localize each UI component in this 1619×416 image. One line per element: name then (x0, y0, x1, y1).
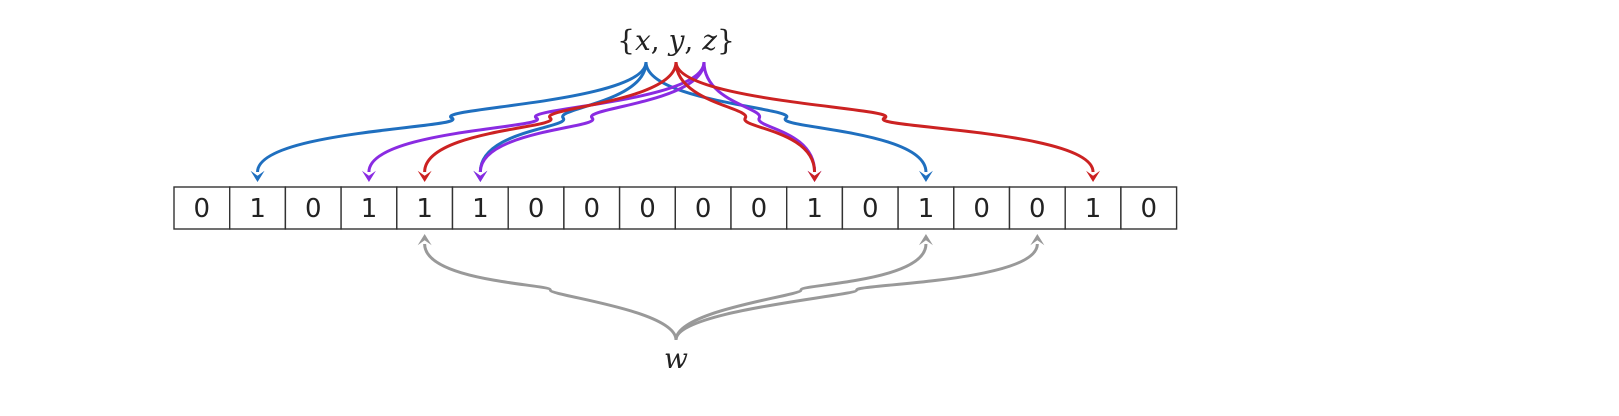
bit-cell: 0 (841, 186, 899, 230)
bit-value: 0 (1029, 194, 1046, 224)
bit-cell: 0 (507, 186, 565, 230)
hash-arrow-x (256, 61, 648, 173)
bit-cell: 1 (786, 186, 844, 230)
set-label: {x, y, z} (617, 24, 735, 57)
bit-value: 0 (973, 194, 990, 224)
bit-cell-box (841, 186, 899, 230)
query-arrowhead-w (417, 234, 432, 246)
bit-value: 0 (1141, 194, 1158, 224)
hash-arrowhead-z (473, 170, 488, 182)
hash-arrow-z (702, 61, 817, 173)
bit-value: 0 (528, 194, 545, 224)
set-separator-2: , (684, 24, 702, 57)
bit-cell-box (228, 186, 287, 230)
hash-arrow-z (367, 61, 706, 173)
query-arrow-w (674, 243, 928, 341)
set-element-y: y (667, 24, 686, 57)
bit-value: 0 (584, 194, 601, 224)
bit-cell: 0 (618, 186, 676, 230)
query-label-w: w (664, 342, 688, 375)
set-element-x: x (635, 24, 651, 57)
bit-cell-box (340, 186, 398, 230)
bit-cell: 0 (953, 186, 1011, 230)
bit-cell: 0 (1008, 186, 1066, 230)
set-open-brace: { (617, 24, 635, 57)
set-element-z: z (701, 24, 717, 57)
hash-arrow-z (478, 61, 706, 173)
hash-arrowhead-x (250, 170, 265, 182)
bit-value: 0 (751, 194, 768, 224)
bit-cell: 0 (563, 186, 621, 230)
bit-cell: 0 (1120, 186, 1178, 230)
bit-value: 1 (249, 194, 266, 224)
hash-arrowhead-y (807, 170, 822, 182)
hash-arrowhead-y (1086, 170, 1101, 182)
bit-array: 0 1 0 1 1 1 0 0 0 0 0 1 0 1 0 0 1 0 (173, 186, 1178, 230)
bit-cell-box (674, 186, 732, 230)
bit-cell: 0 (173, 186, 231, 230)
bit-value: 0 (695, 194, 712, 224)
bit-value: 1 (1085, 194, 1102, 224)
bit-cell: 1 (228, 186, 287, 230)
hash-arrowhead-y (417, 170, 432, 182)
bit-cell: 1 (340, 186, 398, 230)
query-arrowhead-w (1030, 234, 1045, 246)
bit-cell-box (1064, 186, 1122, 230)
bit-cell: 1 (1064, 186, 1122, 230)
bit-value: 0 (862, 194, 879, 224)
hash-arrow-x (644, 61, 928, 173)
hash-arrowhead-z (361, 170, 376, 182)
bit-cell-box (953, 186, 1011, 230)
bit-cell-box (897, 186, 955, 230)
bit-value: 1 (472, 194, 489, 224)
bit-cell: 1 (396, 186, 454, 230)
hash-arrow-y (674, 61, 1095, 173)
bit-value: 1 (806, 194, 823, 224)
query-arrow-w (423, 243, 678, 341)
bit-cell-box (284, 186, 342, 230)
hash-arrows (250, 61, 1101, 341)
query-arrowhead-w (918, 234, 933, 246)
hash-arrow-x (478, 61, 648, 173)
bit-cell: 0 (674, 186, 732, 230)
bit-cell-box (786, 186, 844, 230)
hash-arrowhead-x (918, 170, 933, 182)
bit-cell: 1 (451, 186, 509, 230)
bit-cell-box (618, 186, 676, 230)
query-arrow-w (674, 243, 1039, 341)
set-close-brace: } (717, 24, 735, 57)
set-separator-1: , (651, 24, 669, 57)
bit-cell: 0 (284, 186, 342, 230)
bit-value: 1 (918, 194, 935, 224)
bit-cell-box (173, 186, 231, 230)
bit-cell: 1 (897, 186, 955, 230)
bit-cell-box (563, 186, 621, 230)
hash-arrow-y (423, 61, 678, 173)
bit-value: 0 (305, 194, 322, 224)
bit-cell-box (730, 186, 788, 230)
bit-value: 0 (639, 194, 656, 224)
bit-cell-box (1120, 186, 1178, 230)
bit-cell-box (451, 186, 509, 230)
bit-cell-box (1008, 186, 1066, 230)
hash-arrow-y (674, 61, 817, 173)
bit-value: 0 (194, 194, 211, 224)
bit-value: 1 (361, 194, 378, 224)
bit-value: 1 (416, 194, 433, 224)
bit-cell: 0 (730, 186, 788, 230)
